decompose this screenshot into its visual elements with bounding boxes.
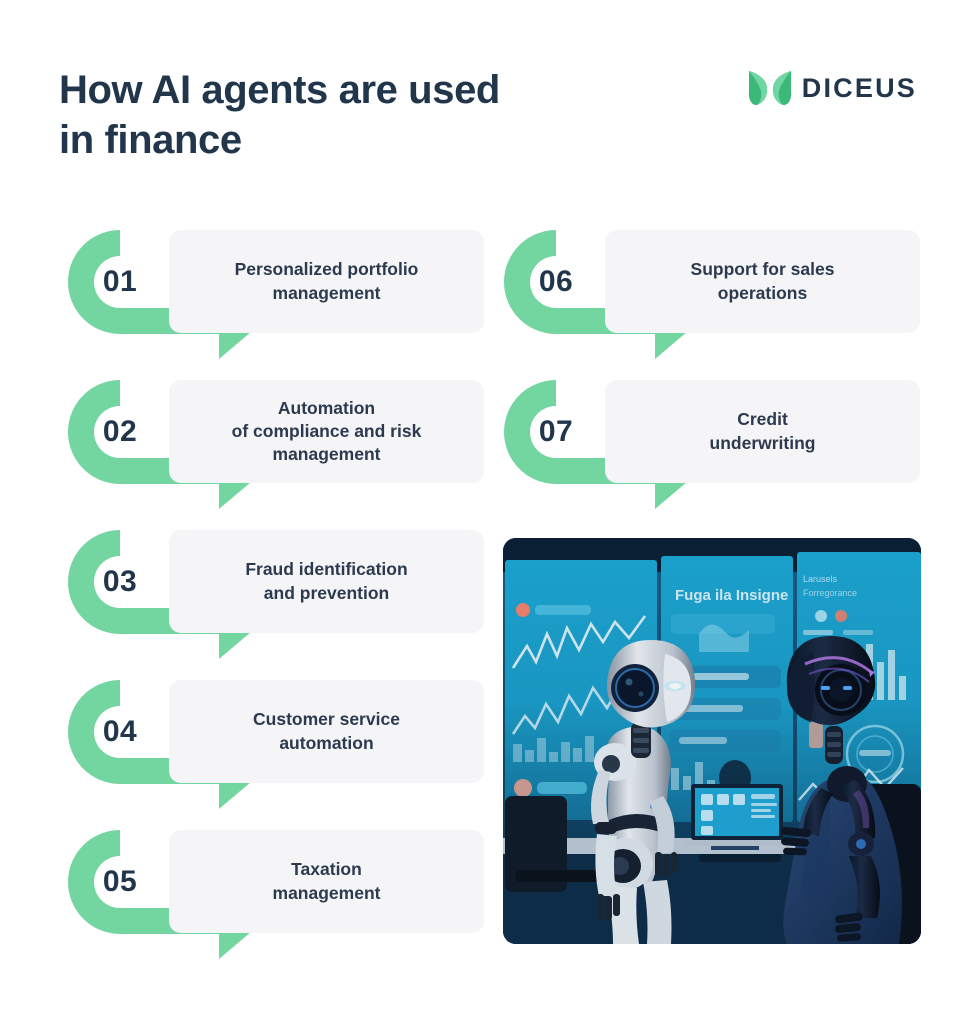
light-robot [591, 640, 696, 944]
brand-logo: DICEUS [747, 68, 917, 108]
step-number: 02 [102, 415, 138, 448]
step-panel: Personalized portfolio management [169, 230, 484, 333]
step-item[interactable]: Personalized portfolio management 01 [59, 230, 484, 359]
step-panel: Fraud identification and prevention [169, 530, 484, 633]
step-label: Credit underwriting [709, 409, 816, 453]
header: How AI agents are used in finance DICEUS [8, 8, 965, 188]
step-number: 06 [538, 265, 574, 298]
step-number: 01 [102, 265, 138, 298]
step-item[interactable]: Taxation management 05 [59, 830, 484, 959]
step-item[interactable]: Fraud identification and prevention 03 [59, 530, 484, 659]
diceus-butterfly-icon [748, 71, 791, 105]
robots-office-photo: Fuga ila Insigne Larusels Forregorance [503, 538, 921, 944]
page-title: How AI agents are used in finance [59, 68, 500, 162]
step-label: Automation of compliance and risk manage… [231, 397, 422, 465]
step-panel: Support for sales operations [605, 230, 920, 333]
step-item[interactable]: Support for sales operations 06 [495, 230, 920, 359]
step-panel: Credit underwriting [605, 380, 920, 483]
step-panel: Customer service automation [169, 680, 484, 783]
step-label: Fraud identification and prevention [245, 559, 408, 603]
step-panel: Taxation management [169, 830, 484, 933]
svg-text:Larusels: Larusels [803, 574, 838, 584]
step-label: Taxation management [272, 859, 381, 903]
step-item[interactable]: Automation of compliance and risk manage… [59, 380, 484, 509]
step-panel: Automation of compliance and risk manage… [169, 380, 484, 483]
step-label: Personalized portfolio management [234, 259, 419, 303]
step-item[interactable]: Customer service automation 04 [59, 680, 484, 809]
step-number: 07 [538, 415, 574, 448]
step-item[interactable]: Credit underwriting 07 [495, 380, 920, 509]
step-number: 05 [102, 865, 138, 898]
photo-illustration: Fuga ila Insigne Larusels Forregorance [503, 538, 921, 944]
step-number: 03 [102, 565, 138, 598]
step-number: 04 [102, 715, 138, 748]
svg-text:Fuga ila Insigne: Fuga ila Insigne [675, 587, 788, 604]
svg-text:Forregorance: Forregorance [803, 588, 857, 598]
infographic-card: How AI agents are used in finance DICEUS… [8, 8, 965, 1016]
step-label: Support for sales operations [690, 259, 835, 303]
step-label: Customer service automation [253, 709, 400, 753]
logo-wordmark: DICEUS [801, 72, 917, 103]
dark-robot [781, 636, 902, 944]
